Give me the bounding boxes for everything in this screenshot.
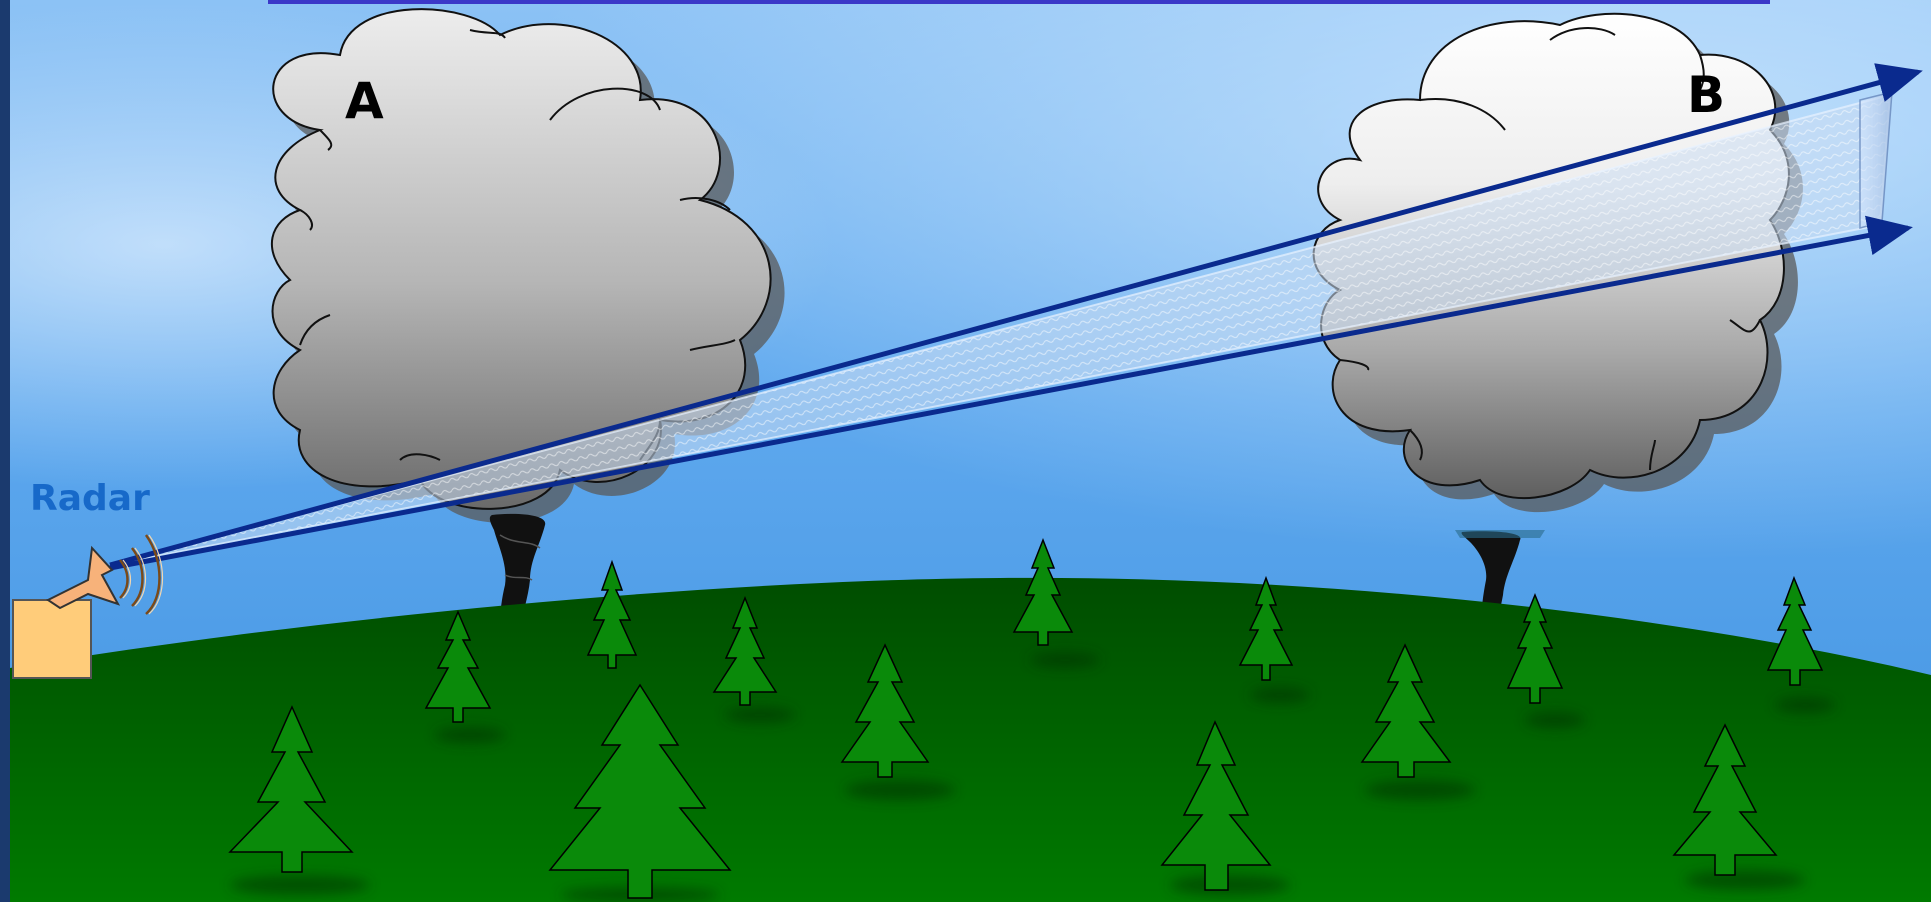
radar-label: Radar [30, 478, 150, 519]
top-bar [268, 0, 1770, 4]
cloud-a-label: A [345, 72, 384, 130]
cloud-b-label: B [1687, 66, 1725, 124]
left-border [0, 0, 10, 902]
radar-base [13, 600, 91, 678]
